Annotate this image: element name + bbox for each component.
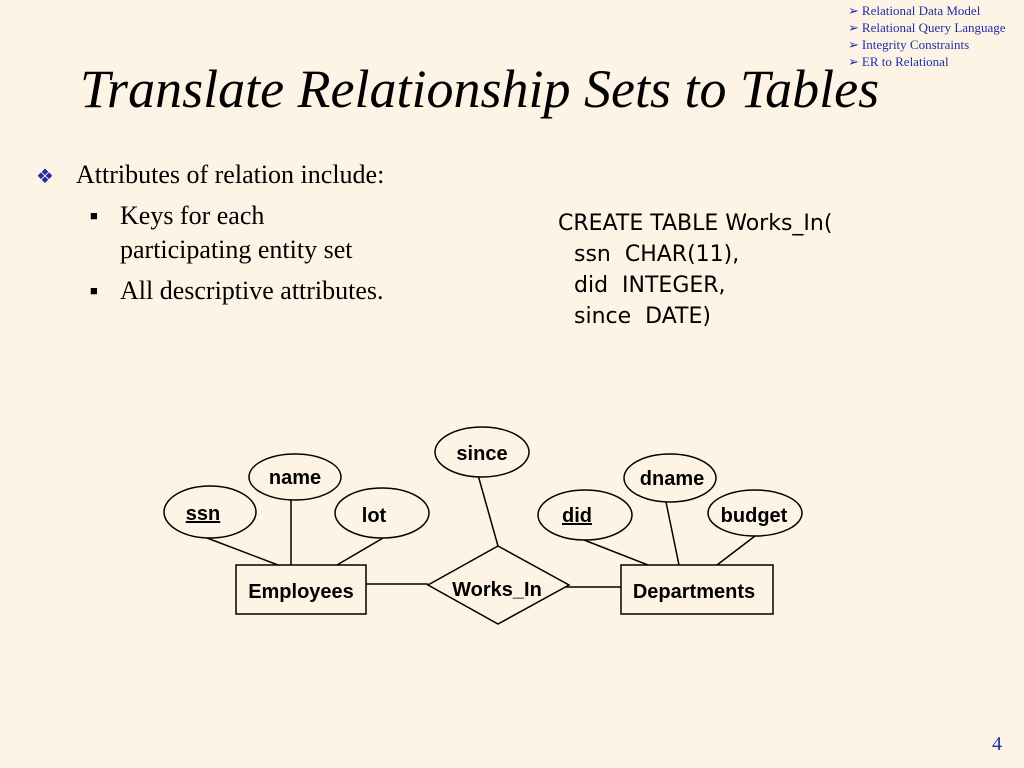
edge-budget-departments [716,535,756,566]
sub-bullet-text: All descriptive attributes. [120,276,384,305]
sub-bullet-descriptive: ■ All descriptive attributes. [36,274,520,308]
square-bullet-icon: ■ [90,283,98,298]
entity-employees-box [235,564,367,615]
nav-item-er-to-relational[interactable]: ➢ER to Relational [848,53,1006,70]
sql-line: since DATE) [574,304,711,329]
relationship-worksin-diamond [426,545,571,625]
nav-item-label: Relational Query Language [861,20,1006,35]
attr-dname-ellipse [623,453,717,503]
entity-departments-box [620,564,774,615]
attr-lot-ellipse [334,487,430,539]
nav-item-label: Relational Data Model [861,3,981,18]
diamond-bullet-icon: ❖ [36,166,54,188]
attr-since-label: since [456,443,507,465]
entity-departments-label: Departments [633,581,755,603]
slide-title: Translate Relationship Sets to Tables [80,59,880,119]
nav-item-integrity-constraints[interactable]: ➢Integrity Constraints [848,36,1006,53]
nav-item-label: ER to Relational [861,54,949,69]
bullet-main: ❖ Attributes of relation include: [36,158,520,192]
bullet-list: ❖ Attributes of relation include: ■ Keys… [36,158,520,308]
bullet-main-text: Attributes of relation include: [76,160,385,189]
attr-budget-ellipse [707,489,803,537]
attr-name-ellipse [248,453,342,501]
entity-employees-label: Employees [248,581,354,603]
sql-line: ssn CHAR(11), [574,242,740,267]
square-bullet-icon: ■ [90,208,98,223]
sub-bullet-text: Keys for each participating entity set [120,201,353,264]
attr-ssn-label: ssn [186,503,220,525]
attr-name-label: name [269,467,321,489]
nav-item-relational-data-model[interactable]: ➢Relational Data Model [848,2,1006,19]
attr-did-label: did [562,505,592,527]
page-number: 4 [992,733,1002,755]
arrow-bullet-icon: ➢ [848,20,859,35]
arrow-bullet-icon: ➢ [848,3,859,18]
edge-dname-departments [665,501,680,566]
sql-code-block: CREATE TABLE Works_In( ssn CHAR(11), did… [558,208,832,332]
nav-item-label: Integrity Constraints [861,37,970,52]
attr-dname-label: dname [640,468,704,490]
relationship-worksin-label: Works_In [452,579,542,601]
sql-line: did INTEGER, [574,273,726,298]
edge-lot-employees [336,537,384,566]
arrow-bullet-icon: ➢ [848,37,859,52]
attr-ssn-ellipse [163,485,257,539]
attr-budget-label: budget [721,505,788,527]
attr-lot-label: lot [362,505,387,527]
nav-item-relational-query-language[interactable]: ➢Relational Query Language [848,19,1006,36]
attr-since-ellipse [434,426,530,478]
section-nav: ➢Relational Data Model ➢Relational Query… [848,2,1006,70]
edge-did-departments [583,539,649,566]
sql-line: CREATE TABLE Works_In( [558,211,833,236]
attr-did-ellipse [537,489,633,541]
edge-since-worksin [477,474,499,547]
sub-bullet-keys: ■ Keys for each participating entity set [36,199,360,267]
arrow-bullet-icon: ➢ [848,54,859,69]
edge-ssn-employees [206,537,279,566]
